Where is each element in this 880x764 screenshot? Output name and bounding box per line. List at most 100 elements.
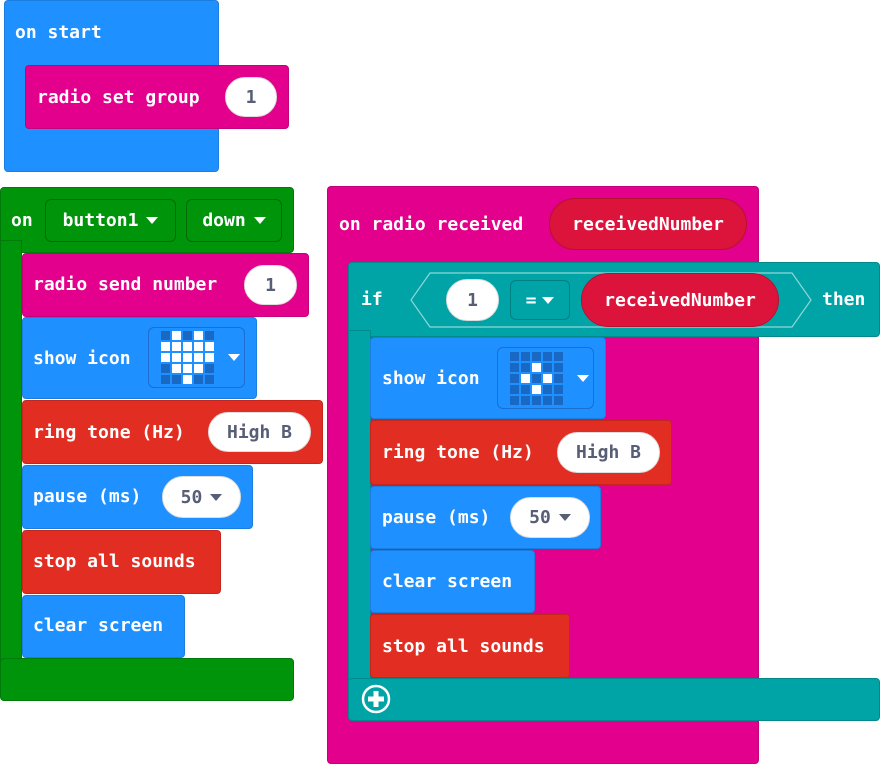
stop-all-sounds-block-2[interactable] — [370, 614, 570, 678]
icon-picker-dropdown[interactable] — [148, 327, 245, 388]
radio-send-value-input[interactable]: 1 — [244, 265, 297, 305]
compare-left-input[interactable]: 1 — [446, 279, 499, 321]
led-pixel — [183, 375, 192, 384]
led-pixel — [205, 342, 214, 351]
led-pixel — [554, 395, 563, 405]
received-number-variable[interactable]: receivedNumber — [581, 273, 779, 327]
led-pixel — [521, 395, 530, 405]
event-dropdown-value: down — [202, 210, 246, 231]
led-pixel — [194, 364, 203, 373]
led-pixel — [510, 362, 519, 372]
led-pixel — [510, 373, 519, 383]
led-pixel — [205, 331, 214, 340]
led-pixel — [194, 353, 203, 362]
show-icon-block-2[interactable] — [370, 337, 606, 419]
heart-icon — [161, 331, 214, 384]
led-pixel — [161, 375, 170, 384]
led-pixel — [510, 351, 519, 361]
stop-all-sounds-label: stop all sounds — [33, 551, 196, 572]
led-pixel — [161, 342, 170, 351]
pause-dropdown-2[interactable]: 50 — [510, 497, 590, 538]
led-pixel — [554, 362, 563, 372]
led-pixel — [510, 395, 519, 405]
led-pixel — [543, 351, 552, 361]
chevron-down-icon — [146, 217, 159, 224]
led-pixel — [172, 375, 181, 384]
chevron-down-icon — [210, 493, 223, 501]
led-pixel — [532, 362, 541, 372]
button-dropdown-value: button1 — [62, 210, 139, 231]
led-pixel — [543, 362, 552, 372]
led-pixel — [532, 373, 541, 383]
chevron-down-icon — [577, 374, 589, 382]
show-icon-block[interactable] — [22, 317, 257, 399]
led-pixel — [183, 364, 192, 373]
led-pixel — [521, 362, 530, 372]
led-pixel — [554, 351, 563, 361]
led-pixel — [532, 384, 541, 394]
led-pixel — [521, 351, 530, 361]
clear-screen-block[interactable] — [22, 595, 185, 658]
led-pixel — [172, 331, 181, 340]
led-pixel — [554, 384, 563, 394]
led-pixel — [532, 395, 541, 405]
chevron-down-icon — [253, 217, 266, 224]
led-pixel — [510, 384, 519, 394]
on-button-footer — [0, 658, 294, 701]
pause-value: 50 — [180, 486, 203, 508]
on-start-label: on start — [15, 22, 102, 43]
led-pixel — [194, 375, 203, 384]
button-dropdown[interactable]: button1 — [45, 199, 176, 242]
led-pixel — [161, 364, 170, 373]
if-label: if — [361, 289, 383, 310]
ring-tone-label: ring tone (Hz) — [33, 422, 185, 443]
show-icon-label: show icon — [33, 348, 131, 369]
icon-picker-dropdown-2[interactable] — [497, 347, 594, 409]
radio-group-input[interactable]: 1 — [225, 77, 277, 117]
if-footer — [348, 678, 880, 721]
pause-value-2: 50 — [529, 507, 551, 528]
on-button-side — [0, 240, 22, 680]
led-pixel — [205, 364, 214, 373]
clear-screen-label: clear screen — [33, 615, 164, 636]
led-pixel — [205, 353, 214, 362]
operator-dropdown[interactable]: = — [510, 280, 570, 320]
led-pixel — [172, 353, 181, 362]
chevron-down-icon — [542, 296, 555, 304]
on-button-label: on — [11, 210, 33, 231]
clear-screen-label-2: clear screen — [382, 571, 513, 592]
led-pixel — [543, 373, 552, 383]
led-pixel — [183, 342, 192, 351]
operator-value: = — [525, 289, 537, 311]
ring-tone-note-input-2[interactable]: High B — [557, 432, 660, 473]
led-pixel — [183, 353, 192, 362]
chevron-down-icon — [558, 514, 571, 521]
led-pixel — [543, 384, 552, 394]
led-pixel — [194, 342, 203, 351]
event-dropdown[interactable]: down — [186, 199, 282, 242]
radio-send-number-label: radio send number — [33, 274, 218, 295]
led-pixel — [161, 331, 170, 340]
stop-all-sounds-block[interactable] — [22, 530, 221, 594]
show-icon-label-2: show icon — [382, 368, 480, 389]
ring-tone-note-input[interactable]: High B — [208, 412, 311, 452]
led-pixel — [172, 364, 181, 373]
chevron-down-icon — [228, 354, 240, 361]
add-else-button[interactable] — [360, 683, 392, 715]
led-pixel — [543, 395, 552, 405]
if-side — [348, 330, 371, 690]
led-pixel — [194, 331, 203, 340]
led-pixel — [205, 375, 214, 384]
led-pixel — [554, 373, 563, 383]
led-pixel — [161, 353, 170, 362]
received-number-param[interactable]: receivedNumber — [549, 198, 747, 250]
pause-label: pause (ms) — [33, 486, 142, 507]
radio-set-group-label: radio set group — [37, 87, 200, 108]
stop-all-sounds-label-2: stop all sounds — [382, 636, 545, 657]
led-pixel — [521, 373, 530, 383]
led-pixel — [172, 342, 181, 351]
pause-label-2: pause (ms) — [382, 507, 491, 528]
on-radio-received-label: on radio received — [339, 214, 524, 235]
clear-screen-block-2[interactable] — [370, 550, 535, 613]
pause-dropdown[interactable]: 50 — [162, 476, 241, 518]
